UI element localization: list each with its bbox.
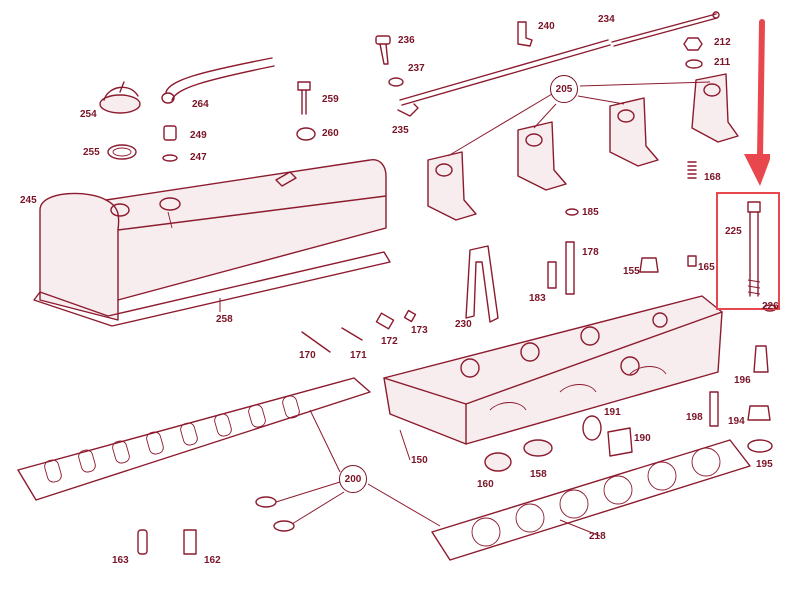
label-165: 165 xyxy=(698,262,715,273)
callout-205: 205 xyxy=(550,75,578,103)
label-172: 172 xyxy=(381,336,398,347)
part-pin-162 xyxy=(183,529,197,555)
label-245: 245 xyxy=(20,195,37,206)
part-ring-200-a xyxy=(255,496,277,508)
label-162: 162 xyxy=(204,555,221,566)
label-237: 237 xyxy=(408,63,425,74)
label-173: 173 xyxy=(411,325,428,336)
part-stud-225 xyxy=(747,201,761,297)
red-arrow-icon xyxy=(744,19,770,186)
part-seal-190 xyxy=(607,427,633,457)
part-ring-200-b xyxy=(273,520,295,532)
label-150: 150 xyxy=(411,455,428,466)
part-valve-cover-245 xyxy=(39,159,387,321)
part-pin-163 xyxy=(137,529,148,555)
label-183: 183 xyxy=(529,293,546,304)
label-198: 198 xyxy=(686,412,703,423)
label-158: 158 xyxy=(530,469,547,480)
label-155: 155 xyxy=(623,266,640,277)
part-seal-158 xyxy=(523,439,553,457)
part-pin-178 xyxy=(565,241,575,295)
label-240: 240 xyxy=(538,21,555,32)
part-clip-185 xyxy=(565,208,579,216)
part-ring-195 xyxy=(747,439,773,453)
label-160: 160 xyxy=(477,479,494,490)
highlight-box xyxy=(716,192,780,310)
label-260: 260 xyxy=(322,128,339,139)
part-ring-247 xyxy=(162,154,178,162)
part-hose-264 xyxy=(165,57,275,101)
part-ring-255 xyxy=(107,144,137,160)
label-225: 225 xyxy=(725,226,742,237)
label-212: 212 xyxy=(714,37,731,48)
label-194: 194 xyxy=(728,416,745,427)
callout-200-leaders xyxy=(275,409,441,527)
label-195: 195 xyxy=(756,459,773,470)
part-manifold-gasket xyxy=(17,377,371,501)
label-236: 236 xyxy=(398,35,415,46)
label-171: 171 xyxy=(350,350,367,361)
part-spring-168 xyxy=(687,161,697,179)
part-plug-198 xyxy=(709,391,719,427)
label-185: 185 xyxy=(582,207,599,218)
part-nut-212 xyxy=(683,37,703,51)
label-170: 170 xyxy=(299,350,316,361)
part-bolt-183 xyxy=(547,261,557,289)
label-226: 226 xyxy=(762,301,779,312)
part-seal-160 xyxy=(484,452,512,472)
label-190: 190 xyxy=(634,433,651,444)
part-plug-194 xyxy=(747,405,771,421)
part-gasket-258 xyxy=(33,251,391,327)
part-washer-237 xyxy=(388,77,404,87)
part-sender-196 xyxy=(753,345,769,373)
part-stud-172 xyxy=(375,312,395,330)
label-235: 235 xyxy=(392,125,409,136)
label-254: 254 xyxy=(80,109,97,120)
part-ring-191 xyxy=(582,415,602,441)
label-255: 255 xyxy=(83,147,100,158)
callout-200: 200 xyxy=(339,465,367,493)
part-cylinder-head-150 xyxy=(383,295,723,445)
label-249: 249 xyxy=(190,130,207,141)
part-clip-235 xyxy=(397,103,419,117)
label-168: 168 xyxy=(704,172,721,183)
part-stud-173 xyxy=(403,309,417,323)
label-191: 191 xyxy=(604,407,621,418)
part-sleeve-165 xyxy=(687,255,697,267)
label-258: 258 xyxy=(216,314,233,325)
callout-205-leaders xyxy=(447,81,711,157)
part-stud-170 xyxy=(301,331,331,353)
label-230: 230 xyxy=(455,319,472,330)
part-head-gasket-218 xyxy=(431,439,751,561)
label-211: 211 xyxy=(714,57,731,68)
label-264: 264 xyxy=(192,99,209,110)
label-163: 163 xyxy=(112,555,129,566)
part-grommet-260 xyxy=(296,127,316,141)
part-fitting-249 xyxy=(163,125,177,141)
part-bracket-230 xyxy=(465,245,499,323)
part-bracket-240 xyxy=(517,21,533,47)
part-washer-211 xyxy=(685,59,703,69)
label-234: 234 xyxy=(598,14,615,25)
part-stud-171 xyxy=(341,327,363,341)
label-218: 218 xyxy=(589,531,606,542)
part-oil-cap-254 xyxy=(99,81,141,114)
label-178: 178 xyxy=(582,247,599,258)
label-259: 259 xyxy=(322,94,339,105)
part-rail-234 xyxy=(399,11,720,106)
label-247: 247 xyxy=(190,152,207,163)
label-196: 196 xyxy=(734,375,751,386)
part-bolt-236 xyxy=(375,35,391,65)
part-plug-155 xyxy=(639,257,659,273)
part-bolt-259 xyxy=(297,81,311,115)
part-rocker-supports-205 xyxy=(427,73,739,221)
